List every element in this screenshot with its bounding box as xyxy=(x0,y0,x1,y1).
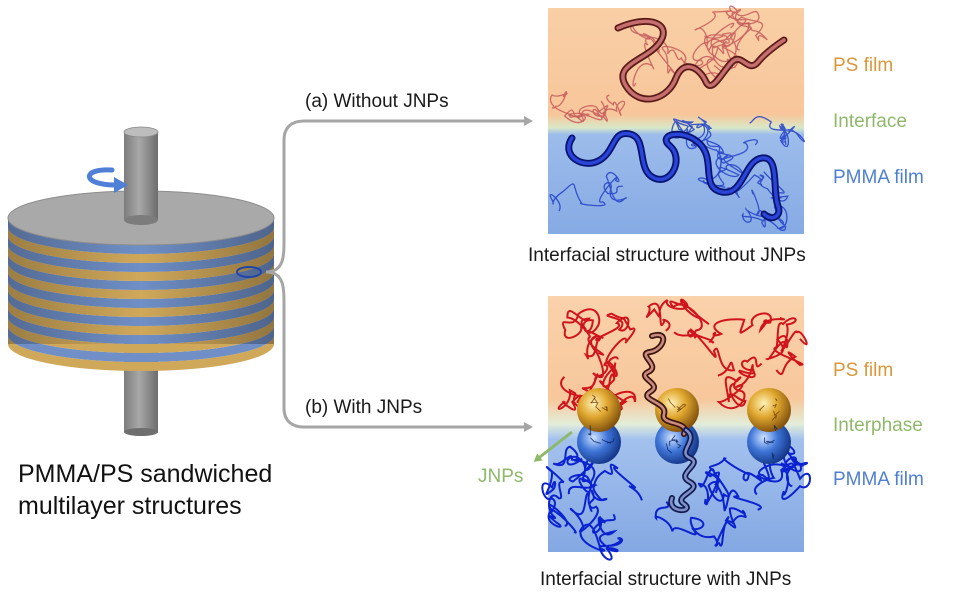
ps-thick-chain-highlight xyxy=(643,333,686,436)
rotation-arrow-icon xyxy=(87,167,128,193)
pmma-thick-chain-highlight xyxy=(669,428,696,512)
zoom-marker xyxy=(236,266,262,278)
pmma-chain xyxy=(697,468,762,512)
ps-chain xyxy=(561,308,605,360)
top-ps-label: PS film xyxy=(833,55,894,76)
pmma-hemisphere xyxy=(577,420,621,464)
main-caption: PMMA/PS sandwiched multilayer structures xyxy=(18,460,273,520)
pmma-chain xyxy=(749,116,805,148)
ps-chain xyxy=(645,298,710,340)
bottom-pmma-label: PMMA film xyxy=(833,469,924,490)
pmma-chain xyxy=(708,456,811,500)
jnps-pointer-arrow xyxy=(533,430,573,462)
bottom-ps-label: PS film xyxy=(833,360,894,381)
ps-chain xyxy=(632,10,747,87)
panel-with-jnps xyxy=(541,296,811,561)
ps-chain xyxy=(716,356,763,410)
branch-a-label: (a) Without JNPs xyxy=(305,91,449,112)
pmma-chain xyxy=(654,501,747,547)
multilayer-cylinder xyxy=(7,126,275,436)
janus-nanoparticles xyxy=(577,388,791,464)
pmma-chain xyxy=(541,466,577,534)
thin-chains-bottom xyxy=(541,298,811,561)
jnps-label: JNPs xyxy=(478,466,524,487)
pmma-chain xyxy=(579,513,624,561)
layer-stripe xyxy=(8,335,274,371)
rod-top xyxy=(124,132,158,220)
layer-stripe xyxy=(8,326,274,362)
pmma-chain xyxy=(671,118,712,147)
top-pmma-label: PMMA film xyxy=(833,167,924,188)
ps-chain xyxy=(563,100,609,124)
branch-b-label: (b) With JNPs xyxy=(305,397,423,418)
ps-thick-chain-highlight xyxy=(616,19,786,101)
pmma-chain xyxy=(549,171,628,212)
ps-chain xyxy=(764,317,808,376)
thin-chains-top xyxy=(549,5,805,231)
thick-chains-top xyxy=(565,17,788,222)
ps-chain xyxy=(689,312,785,377)
pmma-chain xyxy=(685,116,740,188)
panel-without-jnps xyxy=(548,5,805,234)
top-interface-label: Interface xyxy=(833,111,907,132)
bottom-interphase-label: Interphase xyxy=(833,415,923,436)
thick-chains-bottom xyxy=(642,331,697,513)
ps-chain xyxy=(703,22,750,63)
janus-particle xyxy=(577,388,621,464)
pmma-chain xyxy=(741,189,788,231)
top-caption: Interfacial structure without JNPs xyxy=(528,245,806,266)
ps-chain xyxy=(693,22,739,79)
pmma-thick-chain-highlight xyxy=(567,131,781,220)
ps-chain xyxy=(590,312,636,379)
ps-hemisphere xyxy=(747,388,791,432)
bottom-caption: Interfacial structure with JNPs xyxy=(540,569,792,590)
pmma-chain xyxy=(568,448,608,533)
branch-connector xyxy=(265,116,533,432)
ps-chain xyxy=(727,5,768,51)
pmma-chain xyxy=(552,445,643,501)
janus-particle xyxy=(747,388,791,464)
